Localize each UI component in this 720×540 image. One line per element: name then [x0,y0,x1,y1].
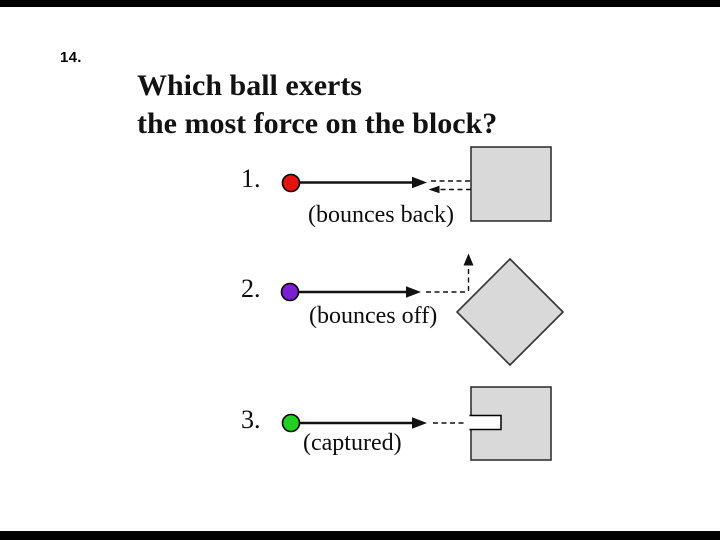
slide-number: 14. [60,49,82,66]
scenario-2-diagram [280,253,565,367]
scenario-1-diagram [281,146,552,222]
green-ball [281,413,301,433]
red-ball [281,173,301,193]
block-1-square [470,146,552,222]
bounce-back-arrowhead [428,185,440,194]
option-2-number: 2. [241,274,261,303]
scenario-3-diagram [281,386,552,461]
ball-2-velocity-arrowhead [406,286,421,298]
question-title: Which ball exerts the most force on the … [137,67,497,143]
question-title-line1: Which ball exerts [137,69,362,102]
ball-3-velocity-arrowhead [412,417,427,429]
option-3-number: 3. [241,405,261,434]
option-3-caption: (captured) [303,430,402,456]
deflected-up-arrowhead [463,253,474,266]
block-2-diamond [455,257,565,367]
purple-ball [280,282,300,302]
option-1-caption: (bounces back) [308,202,454,228]
capture-notch [469,414,502,431]
option-2-caption: (bounces off) [309,303,438,329]
question-title-line2: the most force on the block? [137,107,498,140]
ball-1-velocity-arrowhead [412,176,427,189]
option-1-number: 1. [241,164,261,193]
bottom-letterbox-bar [0,531,720,540]
top-letterbox-bar [0,0,720,7]
